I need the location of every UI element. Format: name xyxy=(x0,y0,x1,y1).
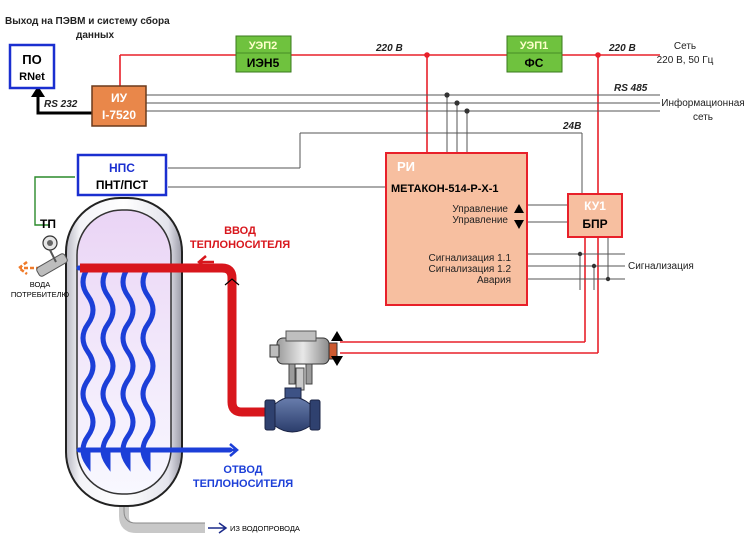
inlet-arrow-icon xyxy=(197,255,214,269)
v24-label: 24В xyxy=(562,121,581,132)
ri-alarm: Авария xyxy=(477,275,511,286)
info-net-label-1: Информационная xyxy=(661,97,744,109)
rs232-label: RS 232 xyxy=(44,99,78,110)
info-net-label-2: сеть xyxy=(693,112,713,123)
ku1-tag: КУ1 xyxy=(584,199,606,213)
supply-arrow-icon xyxy=(208,522,228,534)
uep2-block: УЭП2 ИЭН5 xyxy=(235,35,292,73)
uep1-name: ФС xyxy=(525,56,544,70)
rs485-label: RS 485 xyxy=(614,83,648,94)
po-line1: ПО xyxy=(22,52,41,67)
power-junctions xyxy=(424,52,601,58)
nps-line1: НПС xyxy=(109,161,135,175)
uep1-block: УЭП1 ФС xyxy=(506,35,563,73)
ri-block: РИ МЕТАКОН-514-Р-Х-1 Управление Управлен… xyxy=(385,152,528,306)
control-valve-icon xyxy=(264,330,338,433)
signal-junctions xyxy=(444,92,611,282)
iu-line1: ИУ xyxy=(111,91,128,105)
outlet-arrow-icon xyxy=(222,443,239,457)
tp-label: ТП xyxy=(40,217,56,231)
inlet-label-2: ТЕПЛОНОСИТЕЛЯ xyxy=(190,239,290,251)
ri-model: МЕТАКОН-514-Р-Х-1 xyxy=(391,183,498,195)
water-label-1: ВОДА xyxy=(30,280,51,289)
uep2-tag: УЭП2 xyxy=(249,40,278,52)
nps-line2: ПНТ/ПСТ xyxy=(96,178,149,192)
ri-tag: РИ xyxy=(397,159,415,174)
ri-control-1: Управление xyxy=(452,204,508,215)
v220b-label: 220 В xyxy=(608,43,636,54)
ri-sig-2: Сигнализация 1.2 xyxy=(428,264,511,275)
iu-block: ИУ I-7520 xyxy=(91,85,147,127)
inlet-label-1: ВВОД xyxy=(224,225,256,237)
outlet-label-2: ТЕПЛОНОСИТЕЛЯ xyxy=(193,478,293,490)
nps-block: НПС ПНТ/ПСТ xyxy=(76,153,168,197)
supply-label: ИЗ ВОДОПРОВОДА xyxy=(230,524,300,533)
network-label-1: Сеть xyxy=(674,41,696,52)
ku1-name: БПР xyxy=(582,217,607,231)
ri-sig-1: Сигнализация 1.1 xyxy=(428,253,511,264)
outlet-label-1: ОТВОД xyxy=(223,464,262,476)
ri-control-2: Управление xyxy=(452,215,508,226)
iu-line2: I-7520 xyxy=(102,108,136,122)
sensor-line xyxy=(34,176,75,226)
uep1-tag: УЭП1 xyxy=(520,40,549,52)
down-triangle-icon xyxy=(514,220,524,229)
valve-down-triangle-icon xyxy=(331,356,343,366)
po-line2: RNet xyxy=(19,71,45,83)
rs232-link xyxy=(31,86,92,115)
header-line1: Выход на ПЭВМ и систему сбора xyxy=(5,15,170,27)
temperature-sensor-icon xyxy=(36,235,68,277)
po-block: ПО RNet xyxy=(8,43,56,90)
tank xyxy=(65,197,205,533)
header-line2: данных xyxy=(76,30,115,41)
signaling-label: Сигнализация xyxy=(628,261,694,272)
water-label-2: ПОТРЕБИТЕЛЮ xyxy=(11,290,70,299)
up-triangle-icon xyxy=(514,204,524,213)
valve-up-triangle-icon xyxy=(331,331,343,341)
signal-lines xyxy=(146,94,660,290)
v220a-label: 220 В xyxy=(375,43,403,54)
ku1-block: КУ1 БПР xyxy=(567,193,623,238)
network-label-2: 220 В, 50 Гц xyxy=(657,55,714,66)
uep2-name: ИЭН5 xyxy=(247,56,280,70)
power-lines xyxy=(119,54,660,354)
inlet-pipe xyxy=(80,263,268,417)
